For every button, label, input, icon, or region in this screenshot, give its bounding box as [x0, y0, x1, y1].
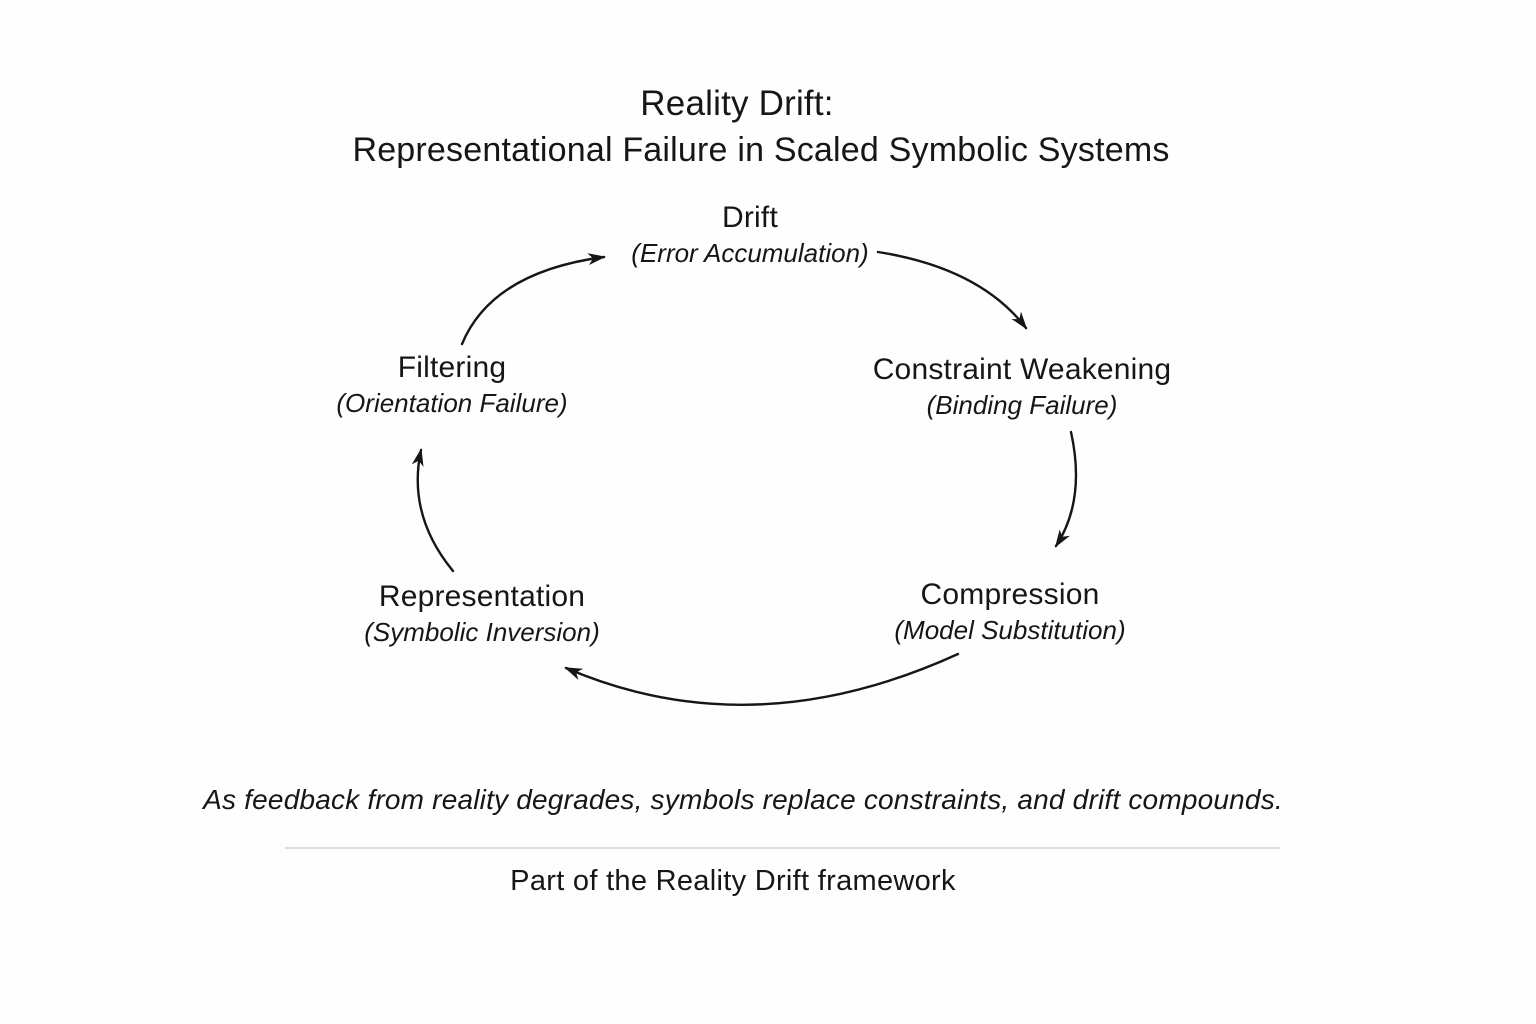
- node-label: Representation: [378, 580, 586, 613]
- node-filtering: Filtering (Orientation Failure): [336, 350, 567, 420]
- node-representation: Representation (Symbolic Inversion): [364, 579, 600, 649]
- node-compression: Compression (Model Substitution): [894, 577, 1125, 647]
- node-sublabel: (Orientation Failure): [336, 388, 568, 418]
- arrow-compression-to-representation: [564, 652, 960, 706]
- node-drift: Drift (Error Accumulation): [631, 200, 868, 270]
- arrow-drift-to-constraint-weakening: [876, 250, 1028, 330]
- arrow-representation-to-filtering: [411, 448, 455, 573]
- node-label: Drift: [722, 201, 778, 234]
- node-label: Constraint Weakening: [872, 353, 1172, 386]
- node-label: Filtering: [397, 351, 507, 384]
- arrow-constraint-weakening-to-compression: [1054, 430, 1078, 548]
- node-label: Compression: [920, 578, 1100, 611]
- node-sublabel: (Error Accumulation): [631, 238, 869, 268]
- node-constraint-weakening: Constraint Weakening (Binding Failure): [873, 352, 1172, 422]
- page-subtitle: Representational Failure in Scaled Symbo…: [352, 131, 1170, 169]
- page-title: Reality Drift:: [640, 84, 834, 123]
- node-sublabel: (Binding Failure): [926, 390, 1118, 420]
- arrow-filtering-to-drift: [460, 253, 606, 346]
- footer-text: Part of the Reality Drift framework: [510, 865, 956, 897]
- node-sublabel: (Symbolic Inversion): [364, 617, 600, 647]
- node-sublabel: (Model Substitution): [894, 615, 1126, 645]
- caption-text: As feedback from reality degrades, symbo…: [203, 784, 1283, 815]
- divider-line: [285, 847, 1280, 849]
